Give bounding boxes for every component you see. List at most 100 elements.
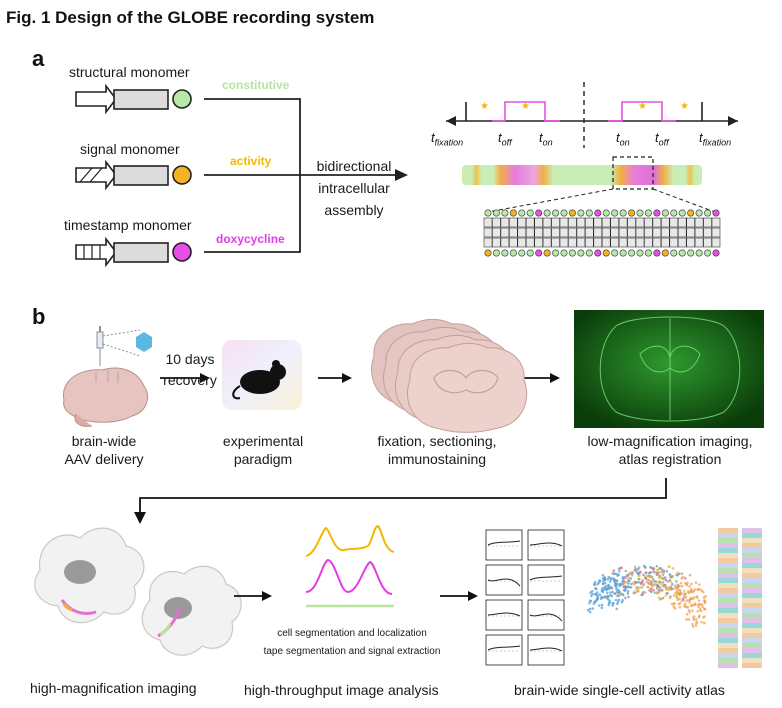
heatmap-cell bbox=[718, 558, 738, 563]
tape-monomer bbox=[500, 237, 510, 248]
tape-tag bbox=[585, 209, 593, 217]
tape-monomer bbox=[551, 227, 560, 238]
tape-monomer bbox=[492, 217, 501, 228]
heatmap-cell bbox=[742, 628, 762, 633]
tape-tag bbox=[636, 249, 644, 257]
assembled-tape bbox=[462, 165, 702, 185]
tape-monomer bbox=[627, 217, 636, 228]
tape-tag bbox=[568, 209, 576, 217]
star-icon: ★ bbox=[638, 101, 647, 112]
step-paradigm: experimental paradigm bbox=[208, 432, 318, 468]
tape-monomer bbox=[551, 217, 560, 228]
heatmap-cell bbox=[718, 643, 738, 648]
tape-monomer bbox=[677, 237, 687, 248]
tape-monomer bbox=[627, 237, 636, 248]
signal-monomer-label: signal monomer bbox=[80, 141, 180, 157]
heatmap-cell bbox=[742, 533, 762, 538]
tape-monomer bbox=[644, 227, 653, 238]
tape-tag bbox=[704, 249, 712, 257]
tape-molecular-detail bbox=[483, 209, 721, 257]
assembly-line-1: bidirectional bbox=[316, 158, 392, 174]
tape-tag bbox=[712, 209, 720, 217]
tape-monomer bbox=[694, 217, 704, 228]
tape-monomer bbox=[652, 227, 662, 238]
tape-tag bbox=[501, 209, 509, 217]
tape-monomer bbox=[627, 227, 636, 238]
tape-tag bbox=[678, 209, 686, 217]
tape-tag bbox=[628, 209, 636, 217]
recovery-line-1: 10 days bbox=[165, 351, 215, 367]
tape-monomer bbox=[517, 237, 527, 248]
tape-monomer bbox=[711, 237, 721, 248]
tape-monomer bbox=[660, 237, 670, 248]
image-analysis-label: high-throughput image analysis bbox=[244, 682, 439, 698]
heatmap-cell bbox=[718, 608, 738, 613]
tape-monomer bbox=[534, 227, 544, 238]
heatmap-cell bbox=[742, 543, 762, 548]
tape-monomer bbox=[525, 217, 535, 228]
tape-tag bbox=[484, 249, 492, 257]
tape-tag bbox=[509, 249, 517, 257]
trace-cell bbox=[485, 529, 523, 561]
heatmap-cell bbox=[742, 558, 762, 563]
heatmap-cell bbox=[742, 563, 762, 568]
trace-cell bbox=[485, 564, 523, 596]
heatmap-cell bbox=[718, 638, 738, 643]
assembly-arrowhead bbox=[395, 169, 408, 181]
tape-tag bbox=[518, 209, 526, 217]
tape-tag bbox=[543, 209, 551, 217]
tape-monomer bbox=[601, 237, 611, 248]
t-off-right: toff bbox=[655, 130, 669, 148]
heatmap-cell bbox=[742, 643, 762, 648]
trace-cell bbox=[527, 564, 565, 596]
tape-monomer bbox=[660, 227, 670, 238]
step-fixation: fixation, sectioning, immunostaining bbox=[362, 432, 512, 468]
tape-monomer bbox=[669, 217, 679, 228]
heatmap-cell bbox=[742, 568, 762, 573]
tape-monomer bbox=[492, 237, 501, 248]
heatmap-cell bbox=[742, 528, 762, 533]
tape-tag bbox=[695, 209, 703, 217]
analysis-sub-1: cell segmentation and localization bbox=[277, 628, 427, 639]
tape-tag bbox=[518, 249, 526, 257]
tape-monomer bbox=[584, 227, 594, 238]
heatmap-cell bbox=[742, 623, 762, 628]
tape-monomer bbox=[644, 237, 653, 248]
tape-tag bbox=[661, 249, 669, 257]
structural-monomer-label: structural monomer bbox=[69, 64, 190, 80]
star-icon: ★ bbox=[480, 101, 489, 112]
tape-tag bbox=[577, 249, 585, 257]
heatmap-cell bbox=[718, 598, 738, 603]
tape-tag bbox=[568, 249, 576, 257]
tape-monomer bbox=[644, 217, 653, 228]
tape-tag bbox=[560, 249, 568, 257]
t-off-left: toff bbox=[498, 130, 512, 148]
connector-arrow bbox=[139, 478, 667, 514]
aav-virus-icon bbox=[136, 332, 152, 352]
tape-tag bbox=[678, 249, 686, 257]
tape-monomer bbox=[610, 237, 620, 248]
heatmap-cell bbox=[718, 663, 738, 668]
tape-monomer bbox=[568, 227, 577, 238]
tape-tag bbox=[594, 209, 602, 217]
activity-atlas-scatter bbox=[586, 564, 707, 628]
tape-monomer bbox=[618, 237, 628, 248]
tape-monomer bbox=[576, 227, 586, 238]
tape-tag bbox=[594, 249, 602, 257]
tape-tag bbox=[644, 249, 652, 257]
heatmap-cell bbox=[742, 538, 762, 543]
tape-monomer bbox=[694, 227, 704, 238]
heatmap-cell bbox=[718, 628, 738, 633]
tape-monomer bbox=[686, 227, 696, 238]
heatmap-cell bbox=[742, 583, 762, 588]
tape-monomer bbox=[593, 217, 603, 228]
tape-tag bbox=[611, 249, 619, 257]
heatmap-cell bbox=[742, 663, 762, 668]
tape-tag bbox=[619, 249, 627, 257]
tape-monomer bbox=[703, 227, 712, 238]
heatmap-cell bbox=[718, 538, 738, 543]
heatmap-cell bbox=[718, 613, 738, 618]
tape-monomer bbox=[517, 227, 527, 238]
tape-monomer bbox=[694, 237, 704, 248]
